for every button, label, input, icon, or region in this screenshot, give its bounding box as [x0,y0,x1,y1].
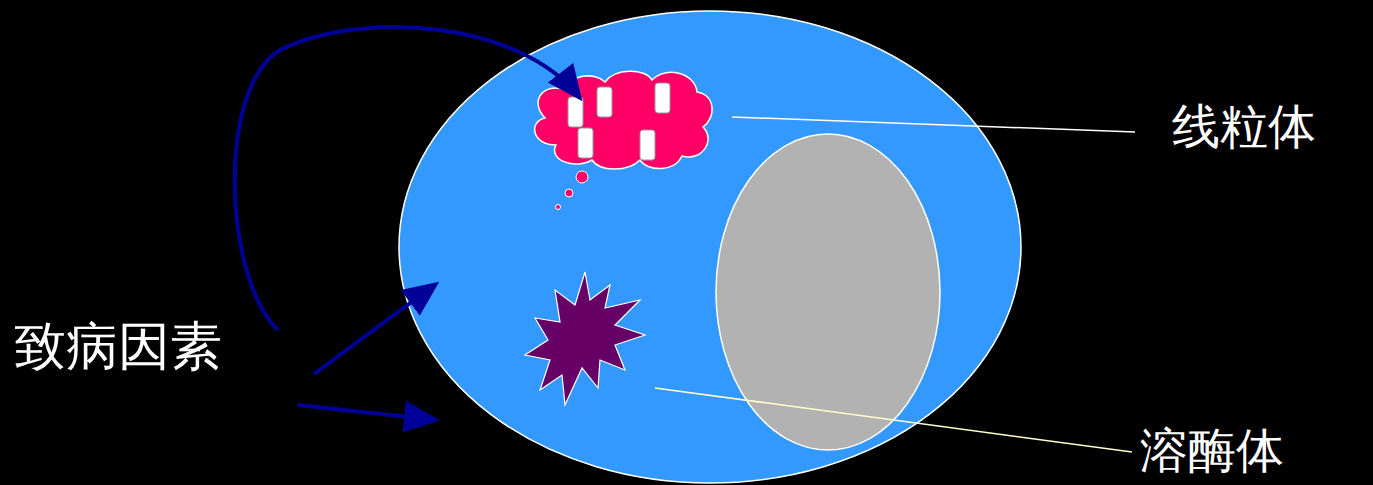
cause-arrow [314,284,436,374]
cause-label: 致病因素 [14,318,222,375]
cause-arrow [298,405,436,420]
cause-arrow [235,27,580,330]
cell-body [399,11,1021,483]
lysosome [525,272,645,405]
leader-line [655,388,1132,452]
part-label: 溶酶体 [1140,424,1284,477]
leader-line [732,117,1135,132]
nucleus [716,134,940,450]
part-label: 线粒体 [1172,100,1316,153]
mitochondrion [535,71,712,209]
